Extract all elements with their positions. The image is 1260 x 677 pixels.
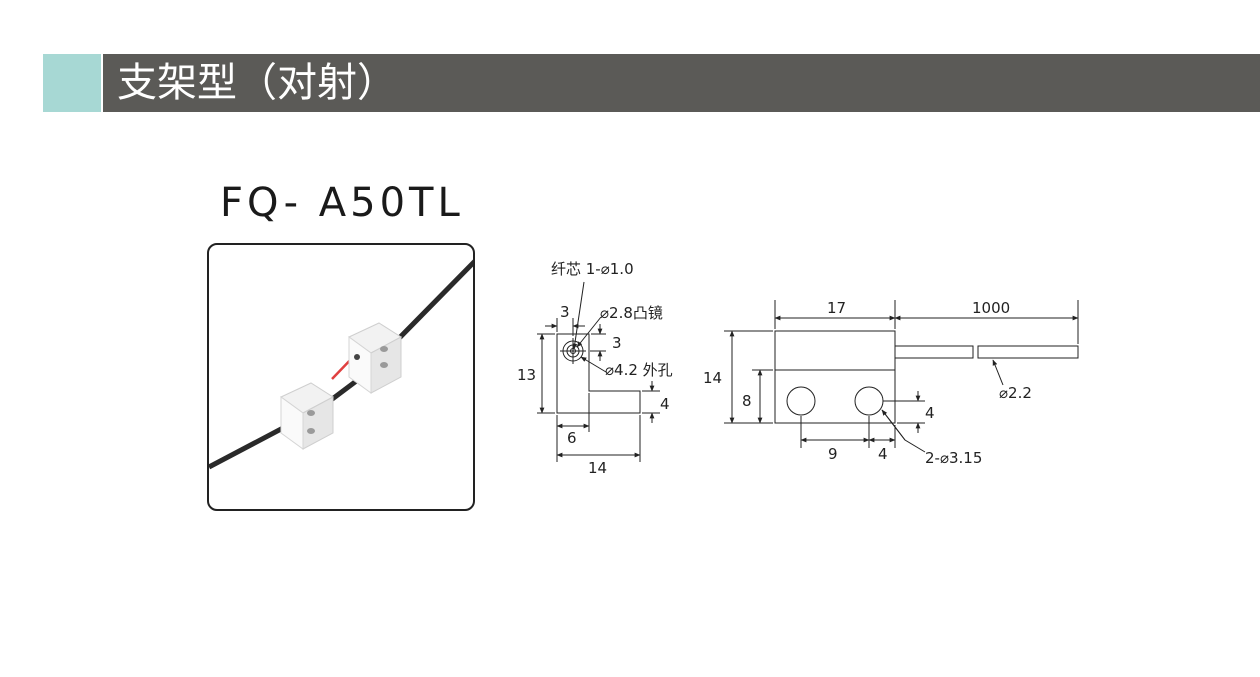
mounting-hole-1 (786, 386, 816, 416)
product-photo-illustration (209, 259, 473, 470)
mounting-hole-2 (854, 386, 884, 416)
outer-hole-label: ⌀4.2 外孔 (605, 361, 673, 379)
dim-side-total-width: 14 (588, 459, 607, 477)
dim-front-height: 14 (703, 369, 722, 387)
header-accent (43, 54, 101, 112)
side-view-labels: 纤芯 1-⌀1.0 ⌀2.8凸镜 ⌀4.2 外孔 3 3 13 4 6 14 (517, 260, 673, 477)
bracket-left (280, 382, 334, 450)
front-view-body (774, 330, 896, 424)
page-title: 支架型（对射） (117, 60, 397, 106)
header-bar: 支架型（对射） (103, 54, 1260, 112)
dim-cable-length: 1000 (972, 299, 1010, 317)
front-view-labels: 17 1000 14 8 4 9 4 2-⌀3.15 ⌀2.2 (703, 299, 1032, 467)
dim-hole-offset: 4 (925, 404, 935, 422)
model-title: FQ- A50TL (220, 180, 464, 226)
dim-top-width: 3 (560, 303, 570, 321)
front-view-drawing (724, 300, 1079, 453)
dim-lens-offset: 3 (612, 334, 622, 352)
cable-diameter-label: ⌀2.2 (999, 384, 1032, 402)
convex-lens-label: ⌀2.8凸镜 (600, 304, 663, 322)
dim-hole-pitch: 9 (828, 445, 838, 463)
side-view-drawing (537, 281, 660, 462)
dim-stem-width: 6 (567, 429, 577, 447)
dim-step-height: 4 (660, 395, 670, 413)
bracket-right (348, 322, 402, 394)
product-photo (207, 243, 475, 511)
dim-body-length: 17 (827, 299, 846, 317)
fiber-core-label: 纤芯 1-⌀1.0 (551, 260, 634, 278)
fiber-cable (209, 259, 473, 470)
side-view-outline (556, 333, 641, 414)
holes-label: 2-⌀3.15 (925, 449, 982, 467)
dim-side-height: 13 (517, 366, 536, 384)
dim-lower-height: 8 (742, 392, 752, 410)
cable-segment-1 (894, 345, 974, 359)
cable-segment-2 (977, 345, 1079, 359)
dim-hole-edge: 4 (878, 445, 888, 463)
